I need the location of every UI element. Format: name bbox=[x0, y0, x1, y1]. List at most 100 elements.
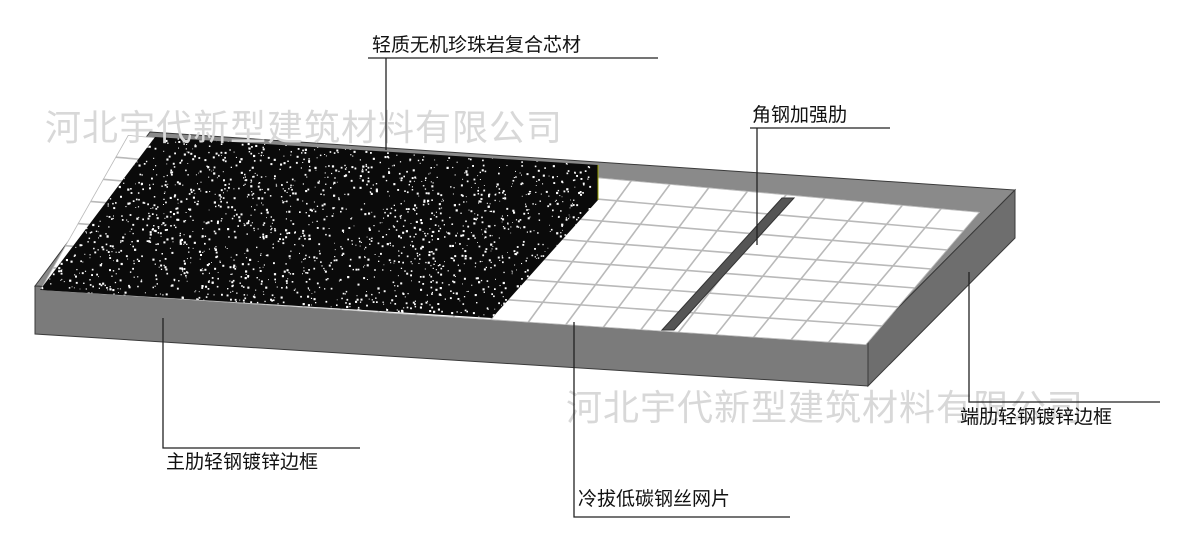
core-speckle bbox=[433, 167, 435, 168]
core-speckle bbox=[340, 246, 342, 248]
core-speckle bbox=[246, 222, 248, 225]
core-speckle bbox=[481, 229, 483, 231]
core-speckle bbox=[392, 225, 395, 227]
core-speckle bbox=[95, 230, 98, 232]
core-speckle bbox=[244, 176, 246, 178]
core-speckle bbox=[437, 303, 440, 305]
core-speckle bbox=[286, 282, 288, 284]
core-speckle bbox=[283, 270, 286, 273]
core-speckle bbox=[300, 235, 302, 238]
core-speckle bbox=[496, 183, 499, 186]
core-speckle bbox=[572, 202, 573, 204]
core-speckle bbox=[365, 294, 368, 297]
core-speckle bbox=[440, 273, 443, 276]
core-speckle bbox=[73, 152, 76, 154]
core-speckle bbox=[398, 172, 401, 175]
core-speckle bbox=[111, 218, 113, 220]
core-speckle bbox=[359, 159, 361, 161]
core-speckle bbox=[501, 257, 504, 259]
core-speckle bbox=[58, 267, 61, 270]
core-speckle bbox=[176, 207, 179, 210]
core-speckle bbox=[167, 183, 169, 185]
core-speckle bbox=[576, 154, 579, 157]
core-speckle bbox=[157, 232, 160, 234]
core-speckle bbox=[231, 217, 234, 220]
core-speckle bbox=[357, 283, 360, 286]
core-speckle bbox=[570, 204, 573, 207]
core-speckle bbox=[151, 177, 153, 180]
core-speckle bbox=[368, 238, 371, 240]
core-speckle bbox=[177, 198, 179, 201]
core-speckle bbox=[579, 212, 582, 214]
core-speckle bbox=[142, 201, 145, 204]
core-speckle bbox=[404, 219, 406, 222]
core-speckle bbox=[109, 198, 112, 200]
core-speckle bbox=[115, 273, 117, 275]
core-speckle bbox=[275, 281, 276, 283]
core-speckle bbox=[136, 161, 138, 163]
core-speckle bbox=[224, 156, 226, 159]
core-speckle bbox=[194, 145, 197, 148]
core-speckle bbox=[307, 304, 310, 307]
core-speckle bbox=[54, 194, 56, 196]
core-speckle bbox=[368, 212, 371, 215]
core-speckle bbox=[516, 246, 519, 248]
core-speckle bbox=[477, 214, 479, 216]
core-speckle bbox=[166, 238, 169, 241]
core-speckle bbox=[235, 266, 237, 268]
core-speckle bbox=[400, 252, 403, 254]
core-speckle bbox=[448, 232, 451, 235]
core-speckle bbox=[164, 217, 166, 219]
core-speckle bbox=[235, 164, 238, 167]
core-speckle bbox=[133, 260, 135, 262]
core-speckle bbox=[308, 158, 310, 160]
core-speckle bbox=[214, 247, 216, 249]
core-speckle bbox=[207, 288, 210, 290]
core-speckle bbox=[400, 203, 402, 205]
core-speckle bbox=[221, 293, 223, 296]
core-speckle bbox=[198, 250, 201, 253]
core-speckle bbox=[412, 301, 415, 304]
core-speckle bbox=[524, 271, 527, 273]
core-speckle bbox=[127, 202, 130, 205]
core-speckle bbox=[521, 149, 523, 151]
core-speckle bbox=[516, 251, 519, 254]
core-speckle bbox=[132, 200, 135, 202]
core-speckle bbox=[513, 250, 516, 253]
core-speckle bbox=[541, 153, 543, 155]
core-speckle bbox=[78, 214, 79, 216]
core-speckle bbox=[104, 284, 106, 287]
core-speckle bbox=[244, 297, 247, 300]
core-speckle bbox=[324, 177, 326, 178]
core-speckle bbox=[471, 284, 473, 286]
core-speckle bbox=[270, 225, 272, 227]
core-speckle bbox=[520, 183, 523, 186]
core-speckle bbox=[218, 154, 220, 157]
core-speckle bbox=[222, 264, 225, 267]
core-speckle bbox=[452, 257, 454, 260]
core-speckle bbox=[63, 186, 65, 188]
core-speckle bbox=[340, 210, 342, 213]
core-speckle bbox=[529, 216, 531, 218]
core-speckle bbox=[394, 303, 397, 305]
core-speckle bbox=[286, 269, 289, 272]
core-speckle bbox=[54, 202, 56, 204]
core-speckle bbox=[148, 215, 151, 218]
core-speckle bbox=[98, 237, 99, 239]
core-speckle bbox=[79, 179, 81, 180]
core-speckle bbox=[201, 235, 204, 238]
mesh-wire bbox=[715, 197, 826, 336]
core-speckle bbox=[378, 230, 380, 232]
core-speckle bbox=[440, 267, 443, 270]
core-speckle bbox=[491, 248, 493, 250]
core-speckle bbox=[521, 182, 524, 185]
core-speckle bbox=[180, 200, 183, 203]
core-speckle bbox=[40, 137, 42, 139]
core-speckle bbox=[70, 191, 73, 194]
core-speckle bbox=[288, 271, 290, 274]
core-speckle bbox=[241, 263, 244, 266]
core-speckle bbox=[238, 216, 241, 219]
core-speckle bbox=[374, 254, 376, 255]
core-speckle bbox=[507, 222, 509, 224]
core-speckle bbox=[183, 268, 186, 270]
